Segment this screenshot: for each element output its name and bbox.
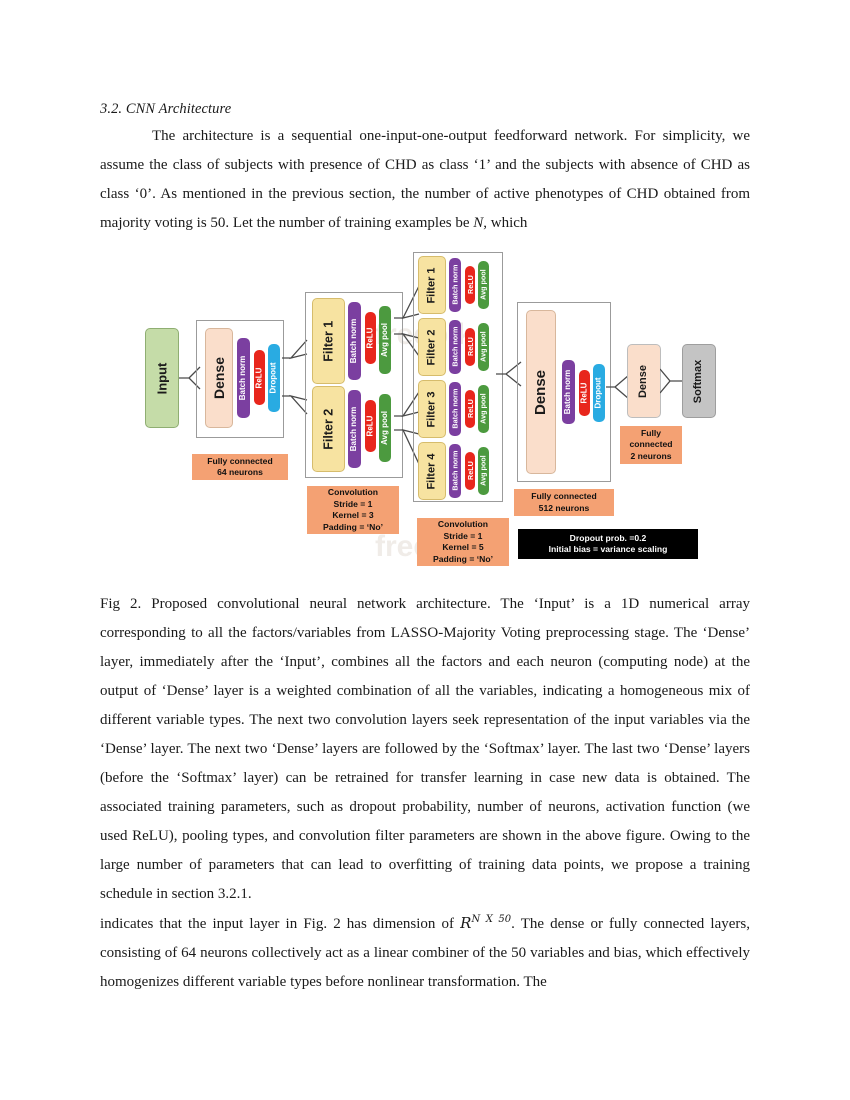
group-convolution-1 bbox=[305, 292, 403, 478]
arrow-conv2-to-dense512 bbox=[496, 361, 522, 387]
node-dense64-dropout: Dropout bbox=[268, 344, 280, 412]
node-conv2-f2-batch-norm-label: Batch norm bbox=[450, 327, 460, 367]
node-conv1-f1-avg-pool-label: Avg pool bbox=[380, 323, 390, 357]
figure-cnn-architecture: freepik freepik Input Dense Batch norm R… bbox=[100, 240, 750, 580]
arrow-input-to-dense64 bbox=[179, 366, 201, 390]
node-conv1-f1-batch-norm: Batch norm bbox=[348, 302, 361, 380]
figure-caption-text: Fig 2. Proposed convolutional neural net… bbox=[100, 596, 750, 902]
section-heading: 3.2. CNN Architecture bbox=[100, 101, 232, 117]
node-conv2-f1-relu: ReLU bbox=[465, 266, 475, 304]
node-conv2-filter-4: Filter 4 bbox=[418, 442, 446, 500]
node-dense-512: Dense bbox=[526, 310, 556, 474]
node-conv2-f3-batch-norm: Batch norm bbox=[449, 382, 461, 436]
node-dense512-relu: ReLU bbox=[579, 370, 590, 416]
annotation-training-params: Dropout prob. =0.2 Initial bias = varian… bbox=[518, 529, 698, 559]
arrow-dense64-to-filter2 bbox=[282, 394, 308, 415]
node-dense64-dropout-label: Dropout bbox=[269, 362, 279, 394]
node-conv1-f1-relu-label: ReLU bbox=[365, 327, 375, 349]
node-conv2-filter-3: Filter 3 bbox=[418, 380, 446, 438]
node-dense512-dropout: Dropout bbox=[593, 364, 605, 422]
group-dense-512 bbox=[517, 302, 611, 482]
node-conv2-f1-batch-norm: Batch norm bbox=[449, 258, 461, 312]
node-conv2-f4-relu: ReLU bbox=[465, 452, 475, 490]
node-dense512-relu-label: ReLU bbox=[579, 382, 589, 404]
group-convolution-2 bbox=[413, 252, 503, 502]
node-conv2-f3-relu: ReLU bbox=[465, 390, 475, 428]
node-conv2-filter-3-label: Filter 3 bbox=[425, 390, 438, 428]
node-conv2-f3-avg-pool: Avg pool bbox=[478, 385, 489, 433]
math-symbol-R: R bbox=[460, 914, 472, 932]
paragraph-after-tail: . The dense or fully connected layers, c… bbox=[100, 916, 750, 990]
node-dense512-dropout-label: Dropout bbox=[594, 377, 604, 409]
paragraph-after-figure: indicates that the input layer in Fig. 2… bbox=[100, 905, 750, 997]
node-conv2-filter-2: Filter 2 bbox=[418, 318, 446, 376]
arrow-dense2-to-softmax bbox=[660, 368, 682, 394]
node-conv1-filter-1: Filter 1 bbox=[312, 298, 345, 384]
paragraph-intro-text: The architecture is a sequential one-inp… bbox=[100, 128, 750, 231]
node-dense-64-label: Dense bbox=[211, 356, 227, 400]
node-conv1-f2-avg-pool: Avg pool bbox=[379, 394, 391, 462]
node-conv2-f2-avg-pool-label: Avg pool bbox=[478, 331, 488, 363]
arrow-dense64-to-filter1 bbox=[282, 339, 308, 360]
annotation-fully-connected-2: Fully connected 2 neurons bbox=[620, 426, 682, 464]
node-conv1-f2-relu-label: ReLU bbox=[365, 415, 375, 437]
annotation-fully-connected-512: Fully connected 512 neurons bbox=[514, 489, 614, 516]
node-dense64-batch-norm-label: Batch norm bbox=[238, 355, 248, 401]
node-conv2-filter-1-label: Filter 1 bbox=[425, 266, 438, 304]
node-dense-512-label: Dense bbox=[532, 369, 550, 415]
node-conv2-f4-avg-pool: Avg pool bbox=[478, 447, 489, 495]
node-conv2-f4-relu-label: ReLU bbox=[465, 461, 475, 481]
node-conv1-f2-batch-norm-label: Batch norm bbox=[349, 406, 359, 452]
node-dense64-relu-label: ReLU bbox=[254, 367, 264, 388]
node-conv2-f3-relu-label: ReLU bbox=[465, 399, 475, 419]
node-dense64-relu: ReLU bbox=[254, 350, 265, 405]
node-dense64-batch-norm: Batch norm bbox=[237, 338, 250, 418]
node-dense-64: Dense bbox=[205, 328, 233, 428]
node-dense-2: Dense bbox=[627, 344, 661, 418]
node-conv1-f2-relu: ReLU bbox=[365, 400, 376, 452]
node-conv1-f1-avg-pool: Avg pool bbox=[379, 306, 391, 374]
node-softmax-label: Softmax bbox=[692, 359, 705, 403]
node-conv2-f1-batch-norm-label: Batch norm bbox=[450, 265, 460, 305]
node-conv1-filter-2: Filter 2 bbox=[312, 386, 345, 472]
node-conv2-f1-relu-label: ReLU bbox=[465, 275, 475, 295]
paragraph-intro-italic: N bbox=[473, 215, 484, 231]
node-conv2-f2-relu: ReLU bbox=[465, 328, 475, 366]
node-conv1-f2-batch-norm: Batch norm bbox=[348, 390, 361, 468]
node-dense512-batch-norm-label: Batch norm bbox=[563, 369, 573, 415]
paragraph-after-lead: indicates that the input layer in Fig. 2… bbox=[100, 916, 461, 932]
node-input: Input bbox=[145, 328, 179, 428]
annotation-fully-connected-64: Fully connected 64 neurons bbox=[192, 454, 288, 480]
node-conv2-f2-relu-label: ReLU bbox=[465, 337, 475, 357]
math-superscript: N X 50 bbox=[471, 914, 512, 925]
node-conv2-filter-4-label: Filter 4 bbox=[425, 452, 438, 490]
node-input-label: Input bbox=[154, 362, 170, 394]
node-conv2-f3-avg-pool-label: Avg pool bbox=[478, 393, 488, 425]
node-conv1-f2-avg-pool-label: Avg pool bbox=[380, 411, 390, 445]
paragraph-intro: The architecture is a sequential one-inp… bbox=[100, 122, 750, 238]
node-conv2-filter-1: Filter 1 bbox=[418, 256, 446, 314]
node-conv1-f1-relu: ReLU bbox=[365, 312, 376, 364]
node-conv2-f2-avg-pool: Avg pool bbox=[478, 323, 489, 371]
node-conv2-f4-batch-norm-label: Batch norm bbox=[450, 451, 460, 491]
node-conv2-f3-batch-norm-label: Batch norm bbox=[450, 389, 460, 429]
node-conv2-f1-avg-pool: Avg pool bbox=[478, 261, 489, 309]
node-softmax: Softmax bbox=[682, 344, 716, 418]
node-conv2-f2-batch-norm: Batch norm bbox=[449, 320, 461, 374]
annotation-convolution-2: Convolution Stride = 1 Kernel = 5 Paddin… bbox=[417, 518, 509, 566]
node-conv2-filter-2-label: Filter 2 bbox=[425, 328, 438, 366]
node-conv1-f1-batch-norm-label: Batch norm bbox=[349, 318, 359, 364]
paragraph-intro-tail: , which bbox=[483, 215, 528, 231]
node-conv1-filter-2-label: Filter 2 bbox=[321, 408, 336, 450]
node-conv2-f4-batch-norm: Batch norm bbox=[449, 444, 461, 498]
annotation-convolution-1: Convolution Stride = 1 Kernel = 3 Paddin… bbox=[307, 486, 399, 534]
node-dense-2-label: Dense bbox=[637, 364, 650, 398]
node-conv2-f4-avg-pool-label: Avg pool bbox=[478, 455, 488, 487]
figure-caption: Fig 2. Proposed convolutional neural net… bbox=[100, 590, 750, 909]
node-dense512-batch-norm: Batch norm bbox=[562, 360, 575, 424]
node-conv1-filter-1-label: Filter 1 bbox=[321, 320, 336, 362]
group-dense-64 bbox=[196, 320, 284, 438]
node-conv2-f1-avg-pool-label: Avg pool bbox=[478, 269, 488, 301]
